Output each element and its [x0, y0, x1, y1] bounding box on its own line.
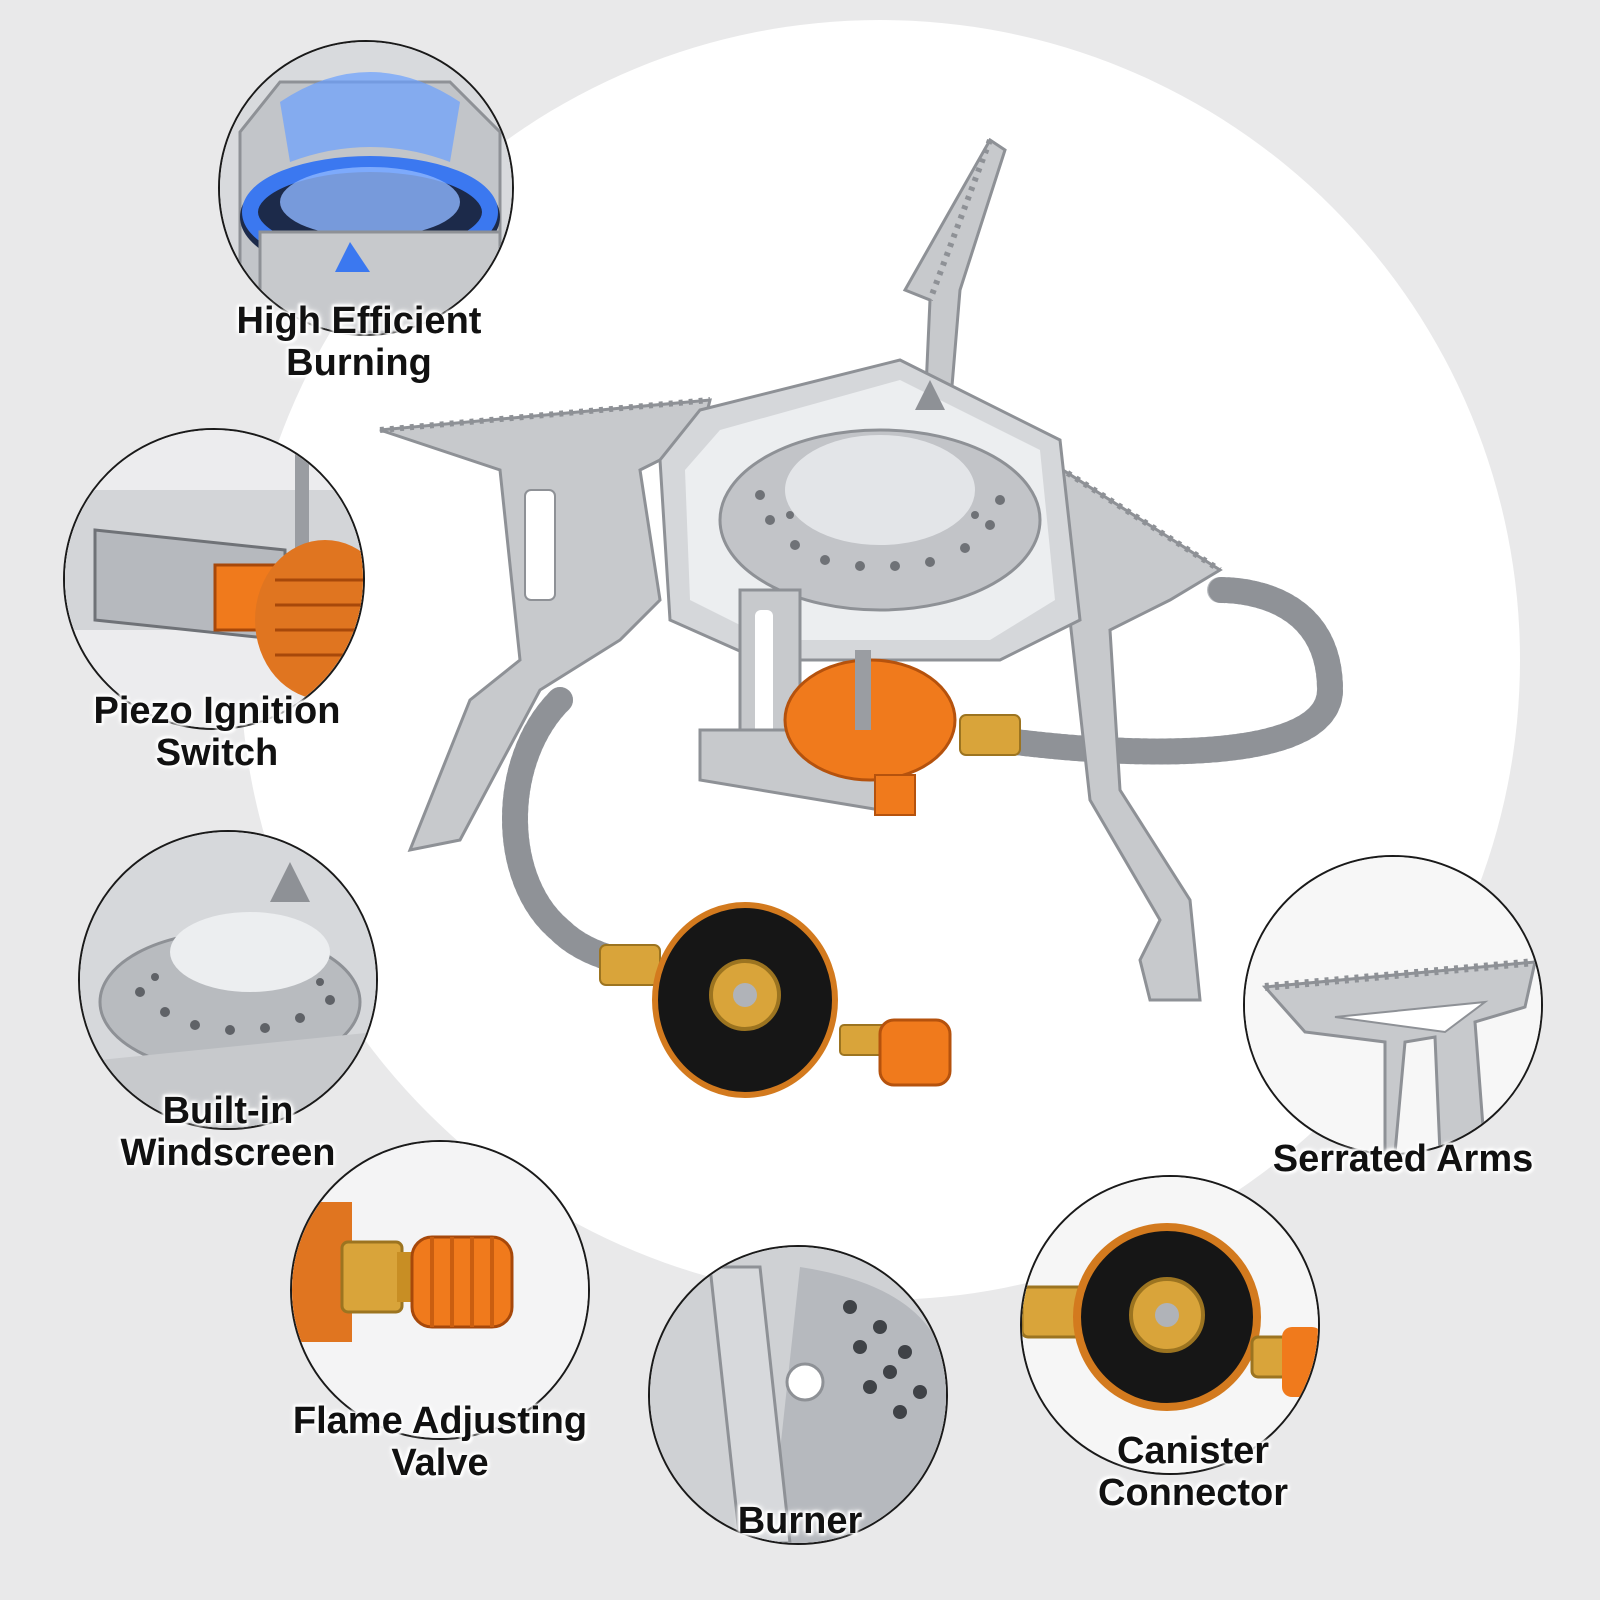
canister-connector-icon — [1022, 1177, 1318, 1473]
label-serrated-arms: Serrated Arms — [1272, 1138, 1534, 1180]
badge-high-efficient-burning — [218, 40, 514, 336]
piezo-igniter-icon — [65, 430, 363, 728]
badge-serrated-arms — [1243, 855, 1543, 1155]
badge-burner — [648, 1245, 948, 1545]
badge-canister-connector — [1020, 1175, 1320, 1475]
label-built-in-windscreen: Built-in Windscreen — [120, 1090, 336, 1174]
label-flame-adjusting-valve: Flame Adjusting Valve — [292, 1400, 588, 1484]
brass-fitting-right — [959, 714, 1021, 756]
camping-stove-illustration — [379, 137, 1344, 1098]
adjusting-knob-icon — [292, 1142, 588, 1438]
windscreen-burner-icon — [80, 832, 376, 1128]
badge-flame-adjusting-valve — [290, 1140, 590, 1440]
label-canister-connector: Canister Connector — [1098, 1430, 1288, 1514]
connector-knob — [878, 1018, 952, 1087]
burner-closeup-icon — [650, 1247, 946, 1543]
label-high-efficient-burning: High Efficient Burning — [236, 300, 482, 384]
brass-fitting-left — [599, 944, 661, 986]
badge-piezo-ignition — [63, 428, 365, 730]
label-burner: Burner — [737, 1500, 863, 1542]
blue-flame-burner-icon — [220, 42, 512, 334]
serrated-arm-icon — [1245, 857, 1541, 1153]
badge-built-in-windscreen — [78, 830, 378, 1130]
label-piezo-ignition: Piezo Ignition Switch — [93, 690, 341, 774]
